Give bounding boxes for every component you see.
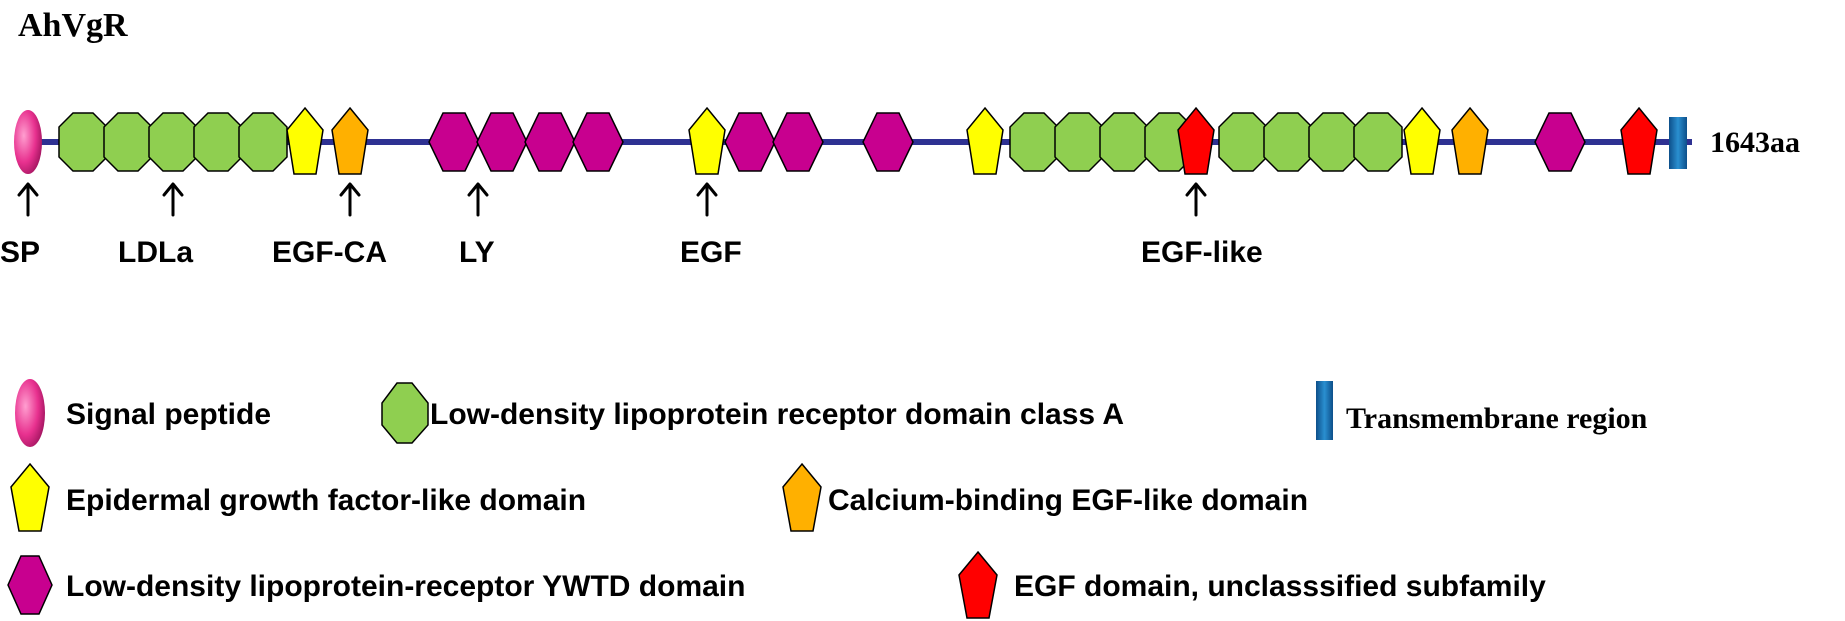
ywtd-domain xyxy=(428,112,480,172)
egf-ca-domain xyxy=(1451,106,1489,175)
legend-signal-peptide-icon xyxy=(15,379,45,447)
egf-domain xyxy=(966,106,1004,175)
legend-ywtd-icon xyxy=(7,555,53,615)
pointer-label-ldla: LDLa xyxy=(118,236,193,269)
ldla-domain xyxy=(1099,112,1149,172)
pointer-labels: SP LDLa EGF-CA LY EGF EGF-like xyxy=(0,236,1263,269)
domain-track xyxy=(14,106,1687,175)
egf-domain xyxy=(688,106,726,175)
ywtd-domain xyxy=(572,112,624,172)
ywtd-domain xyxy=(862,112,914,172)
pointer-label-egf: EGF xyxy=(680,236,742,269)
egf-unclassified-domain xyxy=(1620,106,1658,175)
legend-label-signal-peptide: Signal peptide xyxy=(66,398,271,431)
pointer-arrows xyxy=(17,182,1207,217)
legend-label-egf-unclassified: EGF domain, unclasssified subfamily xyxy=(1014,570,1546,603)
legend-label-transmembrane: Transmembrane region xyxy=(1346,402,1648,435)
arrow-icon xyxy=(1185,182,1207,217)
ywtd-domain xyxy=(1534,112,1586,172)
legend: Signal peptide Low-density lipoprotein r… xyxy=(7,379,1648,619)
legend-label-egf: Epidermal growth factor-like domain xyxy=(66,484,586,517)
ywtd-domain xyxy=(524,112,576,172)
ldla-domain xyxy=(103,112,153,172)
legend-label-egf-ca: Calcium-binding EGF-like domain xyxy=(828,484,1308,517)
ywtd-domain xyxy=(772,112,824,172)
ldla-domain xyxy=(58,112,108,172)
legend-label-ywtd: Low-density lipoprotein-receptor YWTD do… xyxy=(66,570,745,603)
transmembrane-region xyxy=(1669,117,1687,169)
legend-transmembrane-icon xyxy=(1316,381,1333,440)
ldla-domain xyxy=(1009,112,1059,172)
protein-length-label: 1643aa xyxy=(1710,126,1800,159)
ldla-domain xyxy=(1218,112,1268,172)
arrow-icon xyxy=(696,182,718,217)
egf-domain xyxy=(286,106,324,175)
arrow-icon xyxy=(17,182,39,217)
ldla-domain xyxy=(1054,112,1104,172)
legend-label-ldla: Low-density lipoprotein receptor domain … xyxy=(430,398,1124,431)
ldla-domain xyxy=(1308,112,1358,172)
arrow-icon xyxy=(162,182,184,217)
legend-ldla-icon xyxy=(381,382,429,444)
ldla-domain xyxy=(193,112,243,172)
ldla-domain xyxy=(1263,112,1313,172)
pointer-label-egf-ca: EGF-CA xyxy=(272,236,387,269)
legend-egf-ca-icon xyxy=(782,462,822,532)
ldla-domain xyxy=(148,112,198,172)
signal-peptide-domain xyxy=(14,110,42,174)
arrow-icon xyxy=(339,182,361,217)
pointer-label-sp: SP xyxy=(0,236,40,269)
ldla-domain xyxy=(1353,112,1403,172)
pointer-label-ly: LY xyxy=(459,236,495,269)
legend-egf-icon xyxy=(10,462,50,532)
egf-unclassified-domain xyxy=(1177,106,1215,175)
diagram-title: AhVgR xyxy=(18,7,128,44)
egf-ca-domain xyxy=(331,106,369,175)
arrow-icon xyxy=(467,182,489,217)
legend-egf-unclassified-icon xyxy=(958,550,998,619)
pointer-label-egf-like: EGF-like xyxy=(1141,236,1263,269)
ldla-domain xyxy=(238,112,288,172)
egf-domain xyxy=(1403,106,1441,175)
ywtd-domain xyxy=(476,112,528,172)
ywtd-domain xyxy=(724,112,776,172)
